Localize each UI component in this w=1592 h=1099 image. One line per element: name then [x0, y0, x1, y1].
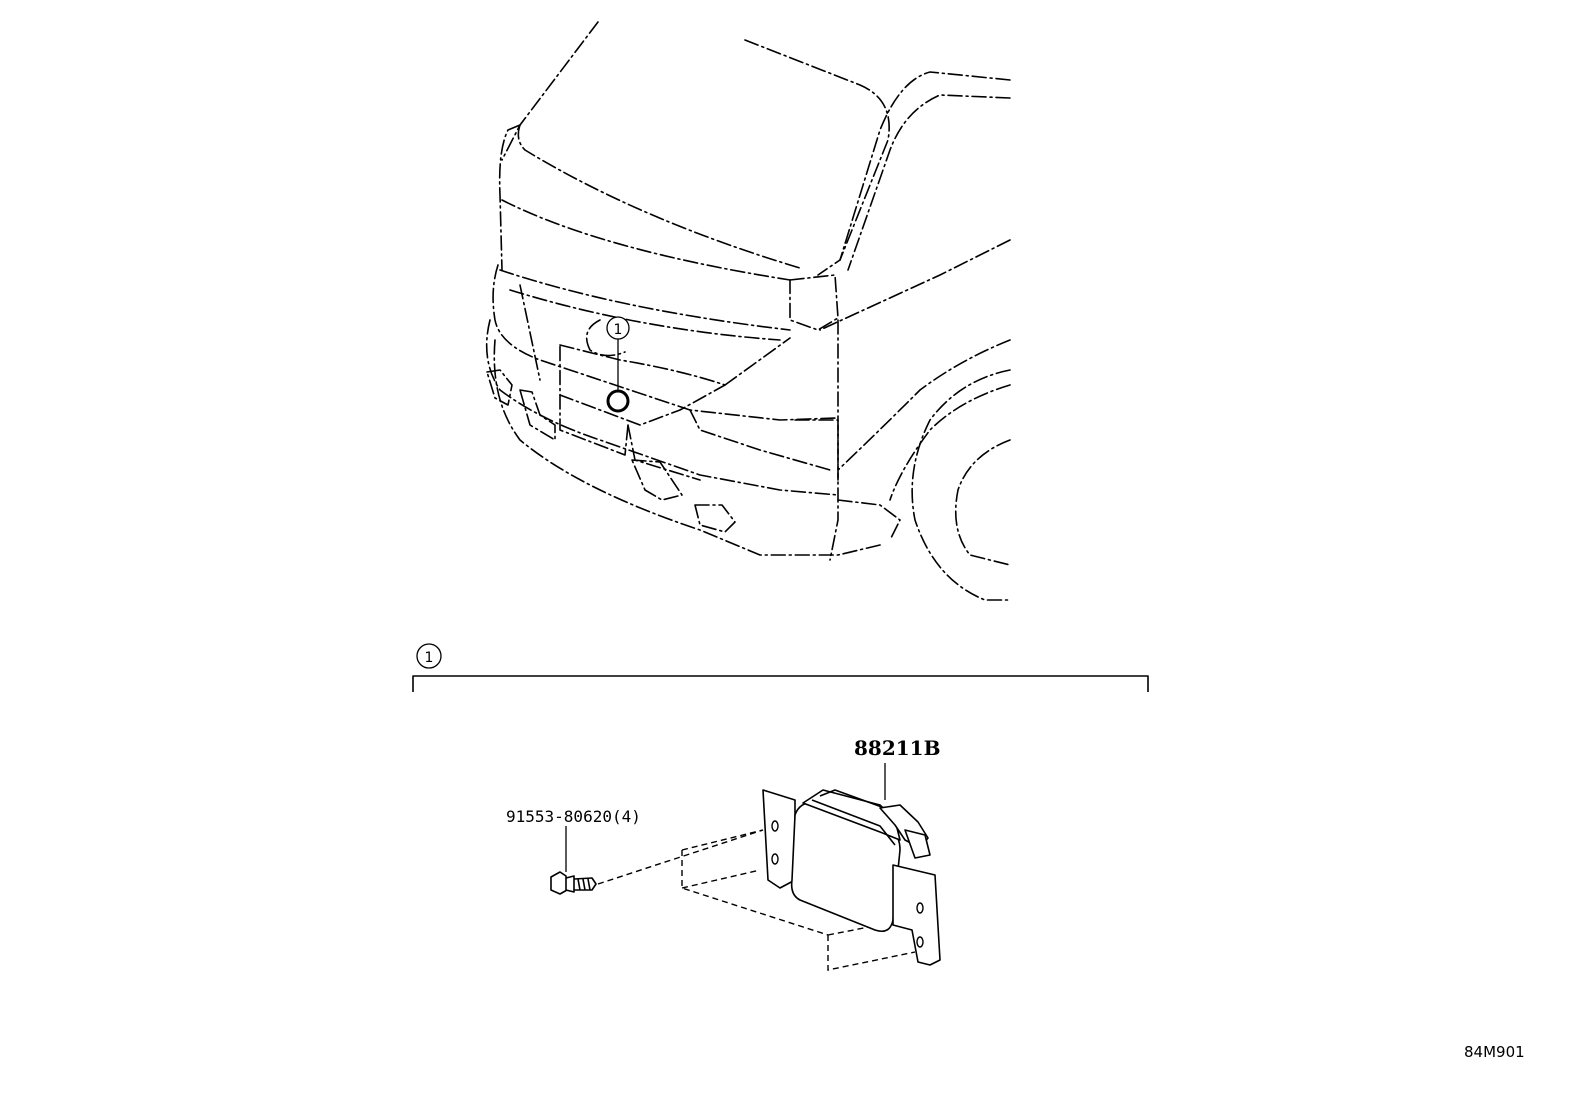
sensor-assembly [681, 763, 941, 971]
sensor-location-marker [606, 389, 630, 413]
bolt-part-number: 91553-80620(4) [506, 807, 641, 826]
bolt [550, 826, 764, 895]
group-callout-number: 1 [425, 650, 434, 666]
vehicle-callout-number: 1 [614, 322, 623, 338]
vehicle-outline [485, 21, 1011, 601]
illustration-code: 84M901 [1464, 1043, 1525, 1061]
group-bracket: 1 [412, 643, 1149, 692]
sensor-part-number: 88211B [854, 736, 940, 760]
vehicle-location-callout: 1 [606, 316, 630, 413]
